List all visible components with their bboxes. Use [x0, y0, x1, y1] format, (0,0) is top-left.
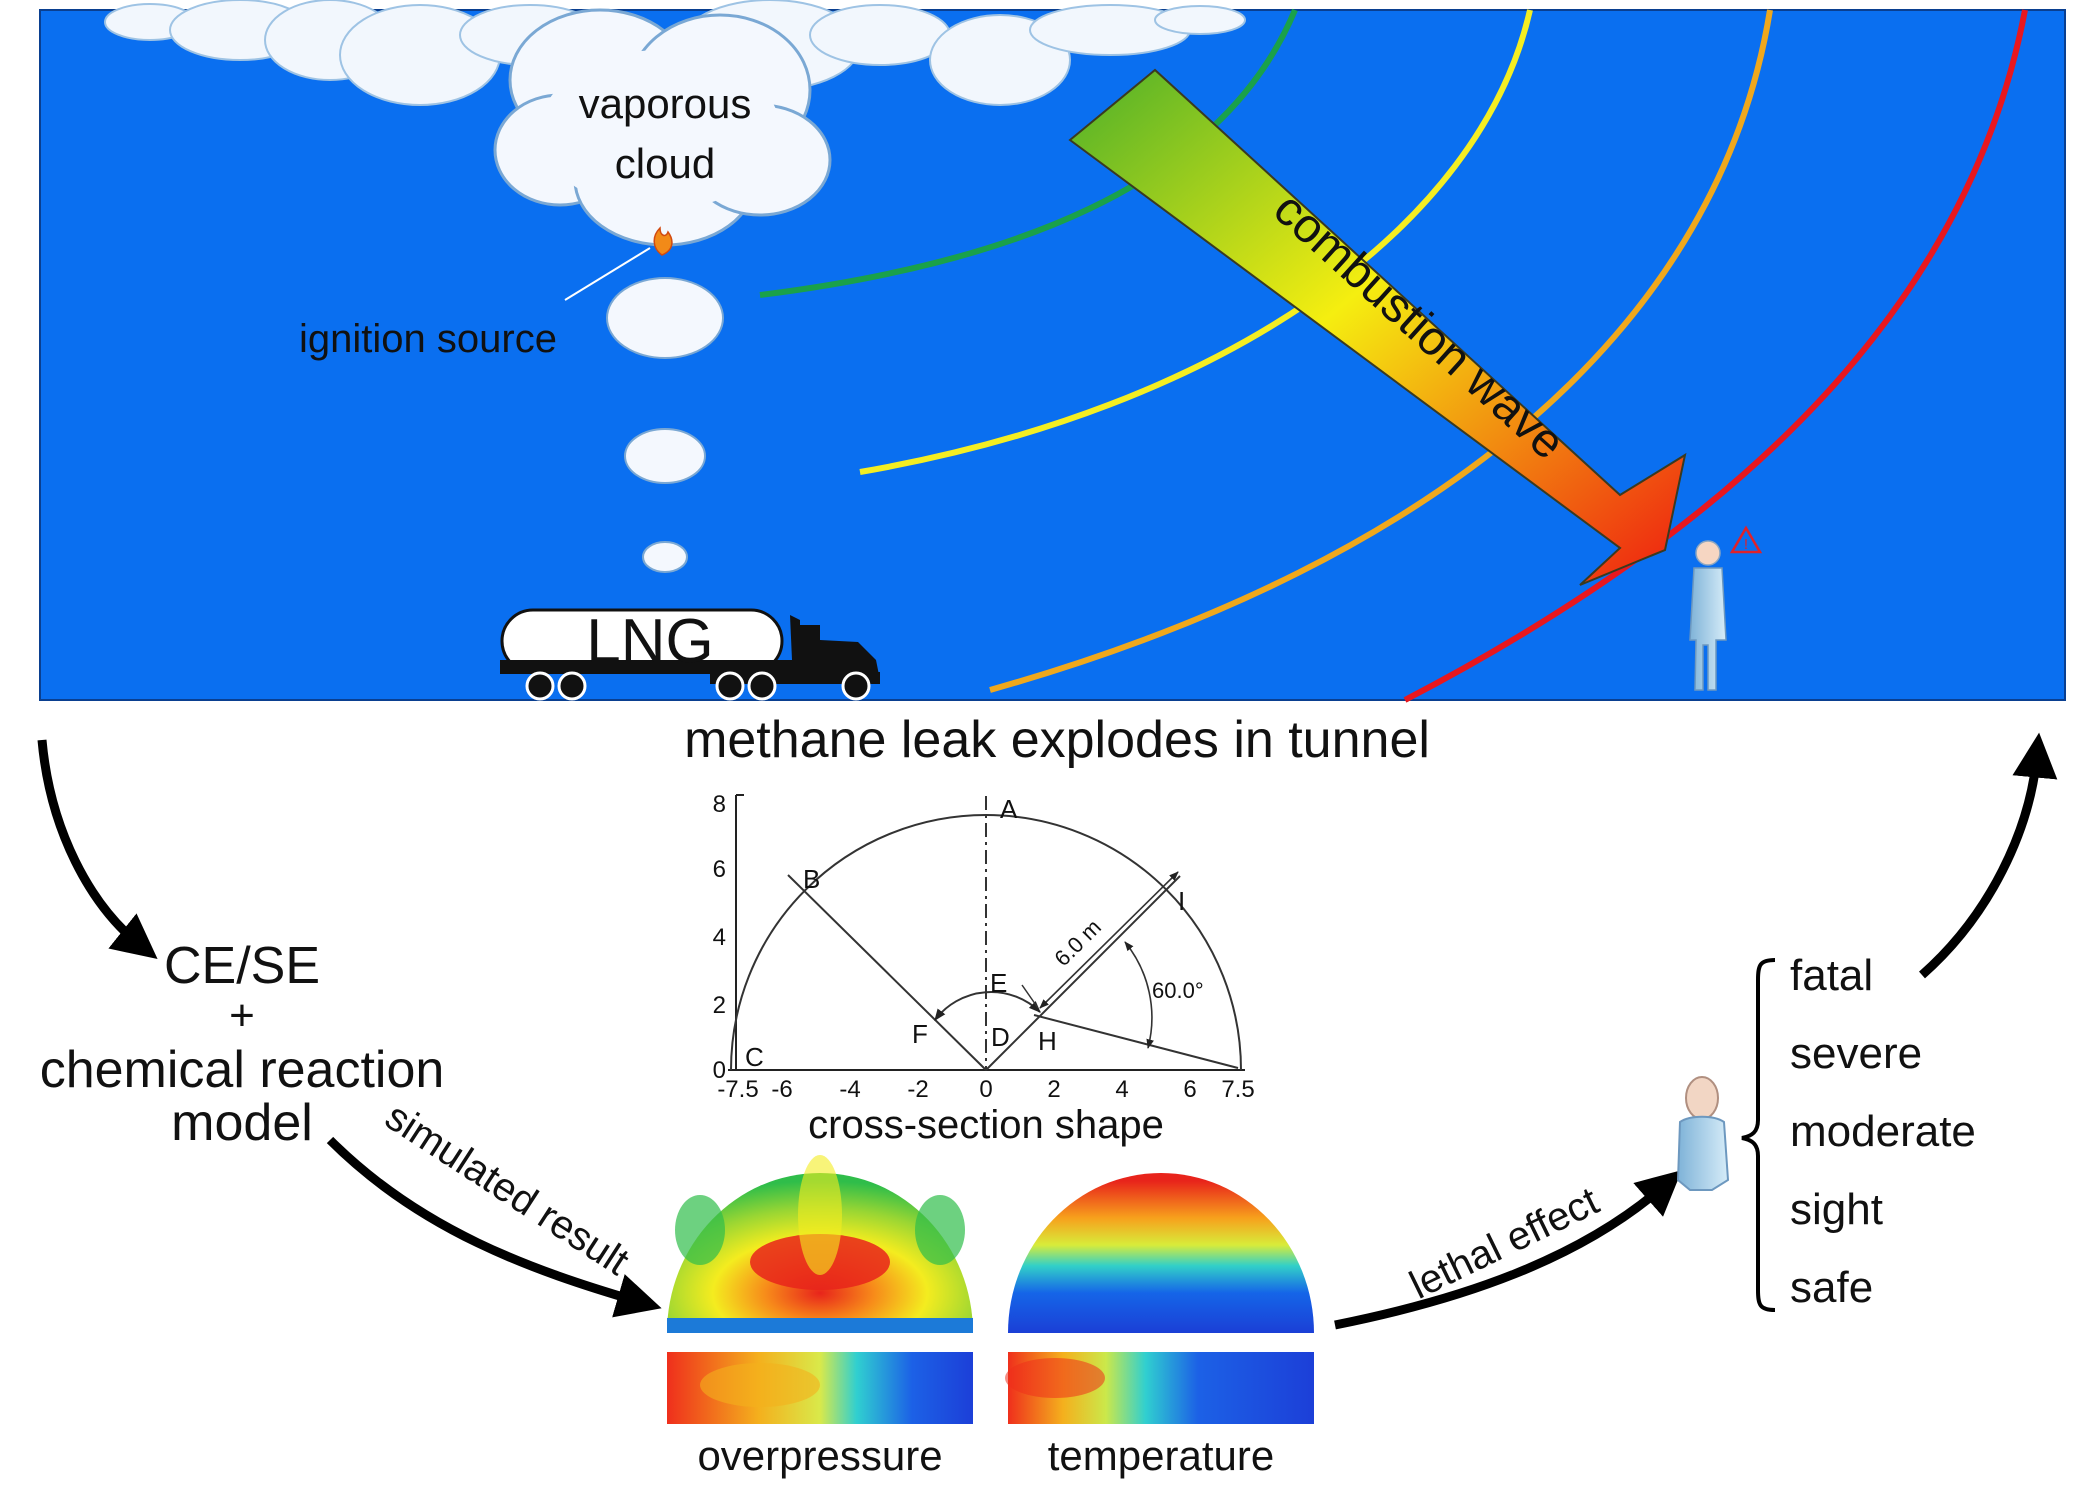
cross-section-caption: cross-section shape — [808, 1103, 1164, 1147]
x-tick-n7.5: -7.5 — [717, 1076, 758, 1103]
y-tick-4: 4 — [713, 924, 726, 951]
point-I: I — [1178, 886, 1185, 916]
point-B: B — [803, 864, 820, 894]
model-plus: + — [229, 991, 255, 1040]
x-tick-7.5: 7.5 — [1221, 1076, 1254, 1103]
warning-icon: ! — [1729, 525, 1763, 554]
cloud-label-line2: cloud — [615, 140, 715, 187]
outcome-sight: sight — [1790, 1185, 1883, 1234]
ignition-pointer — [564, 247, 651, 301]
vaporous-cloud — [493, 8, 832, 247]
dim-radius: 6.0 m — [1049, 914, 1106, 971]
point-E: E — [990, 968, 1007, 998]
point-H: H — [1038, 1026, 1057, 1056]
person-icon — [1689, 540, 1727, 691]
tunnel-background — [39, 9, 2066, 701]
model-line2: chemical reaction — [40, 1041, 445, 1099]
svg-text:!: ! — [1744, 536, 1748, 553]
x-tick-4: 4 — [1115, 1076, 1128, 1103]
x-tick-n4: -4 — [839, 1076, 860, 1103]
model-line3: model — [171, 1094, 313, 1152]
outcome-severe: severe — [1790, 1029, 1922, 1078]
outcome-safe: safe — [1790, 1263, 1873, 1312]
cloud-label-line1: vaporous — [579, 80, 752, 127]
arrow-to-tunnel — [1919, 732, 2058, 979]
ignition-label: ignition source — [299, 317, 557, 361]
point-C: C — [745, 1042, 764, 1072]
point-A: A — [1000, 794, 1018, 824]
arrow-simulated-result — [326, 1136, 662, 1318]
cloud-bank — [104, 0, 1246, 106]
model-line1: CE/SE — [164, 937, 320, 995]
x-tick-n6: -6 — [771, 1076, 792, 1103]
combustion-wave-arrow — [1068, 68, 1687, 586]
x-tick-2: 2 — [1047, 1076, 1060, 1103]
y-tick-0: 0 — [713, 1057, 726, 1084]
outcome-brace — [1741, 958, 1776, 1312]
dim-angle: 60.0° — [1152, 978, 1204, 1003]
front-green — [759, 8, 1298, 298]
flame-icon — [653, 226, 673, 256]
point-F: F — [912, 1019, 928, 1049]
y-tick-6: 6 — [713, 856, 726, 883]
scene-title: methane leak explodes in tunnel — [684, 711, 1430, 769]
temperature-label: temperature — [1048, 1432, 1274, 1479]
cross-section-chart — [728, 794, 1245, 1071]
arrow-lethal-effect — [1334, 1170, 1682, 1330]
y-tick-8: 8 — [713, 791, 726, 818]
temperature-contour — [1005, 1173, 1314, 1424]
x-tick-n2: -2 — [907, 1076, 928, 1103]
overpressure-label: overpressure — [697, 1432, 942, 1479]
vapor-puffs — [606, 277, 724, 573]
victim-icon — [1676, 1076, 1730, 1191]
arrow-to-model — [37, 739, 158, 960]
front-red — [1403, 9, 2028, 703]
outcome-moderate: moderate — [1790, 1107, 1976, 1156]
lng-truck — [500, 608, 880, 701]
x-tick-0: 0 — [979, 1076, 992, 1103]
y-tick-2: 2 — [713, 992, 726, 1019]
overpressure-contour — [667, 1155, 973, 1424]
truck-label: LNG — [586, 607, 713, 676]
point-D: D — [991, 1022, 1010, 1052]
outcome-fatal: fatal — [1790, 951, 1873, 1000]
x-tick-6: 6 — [1183, 1076, 1196, 1103]
